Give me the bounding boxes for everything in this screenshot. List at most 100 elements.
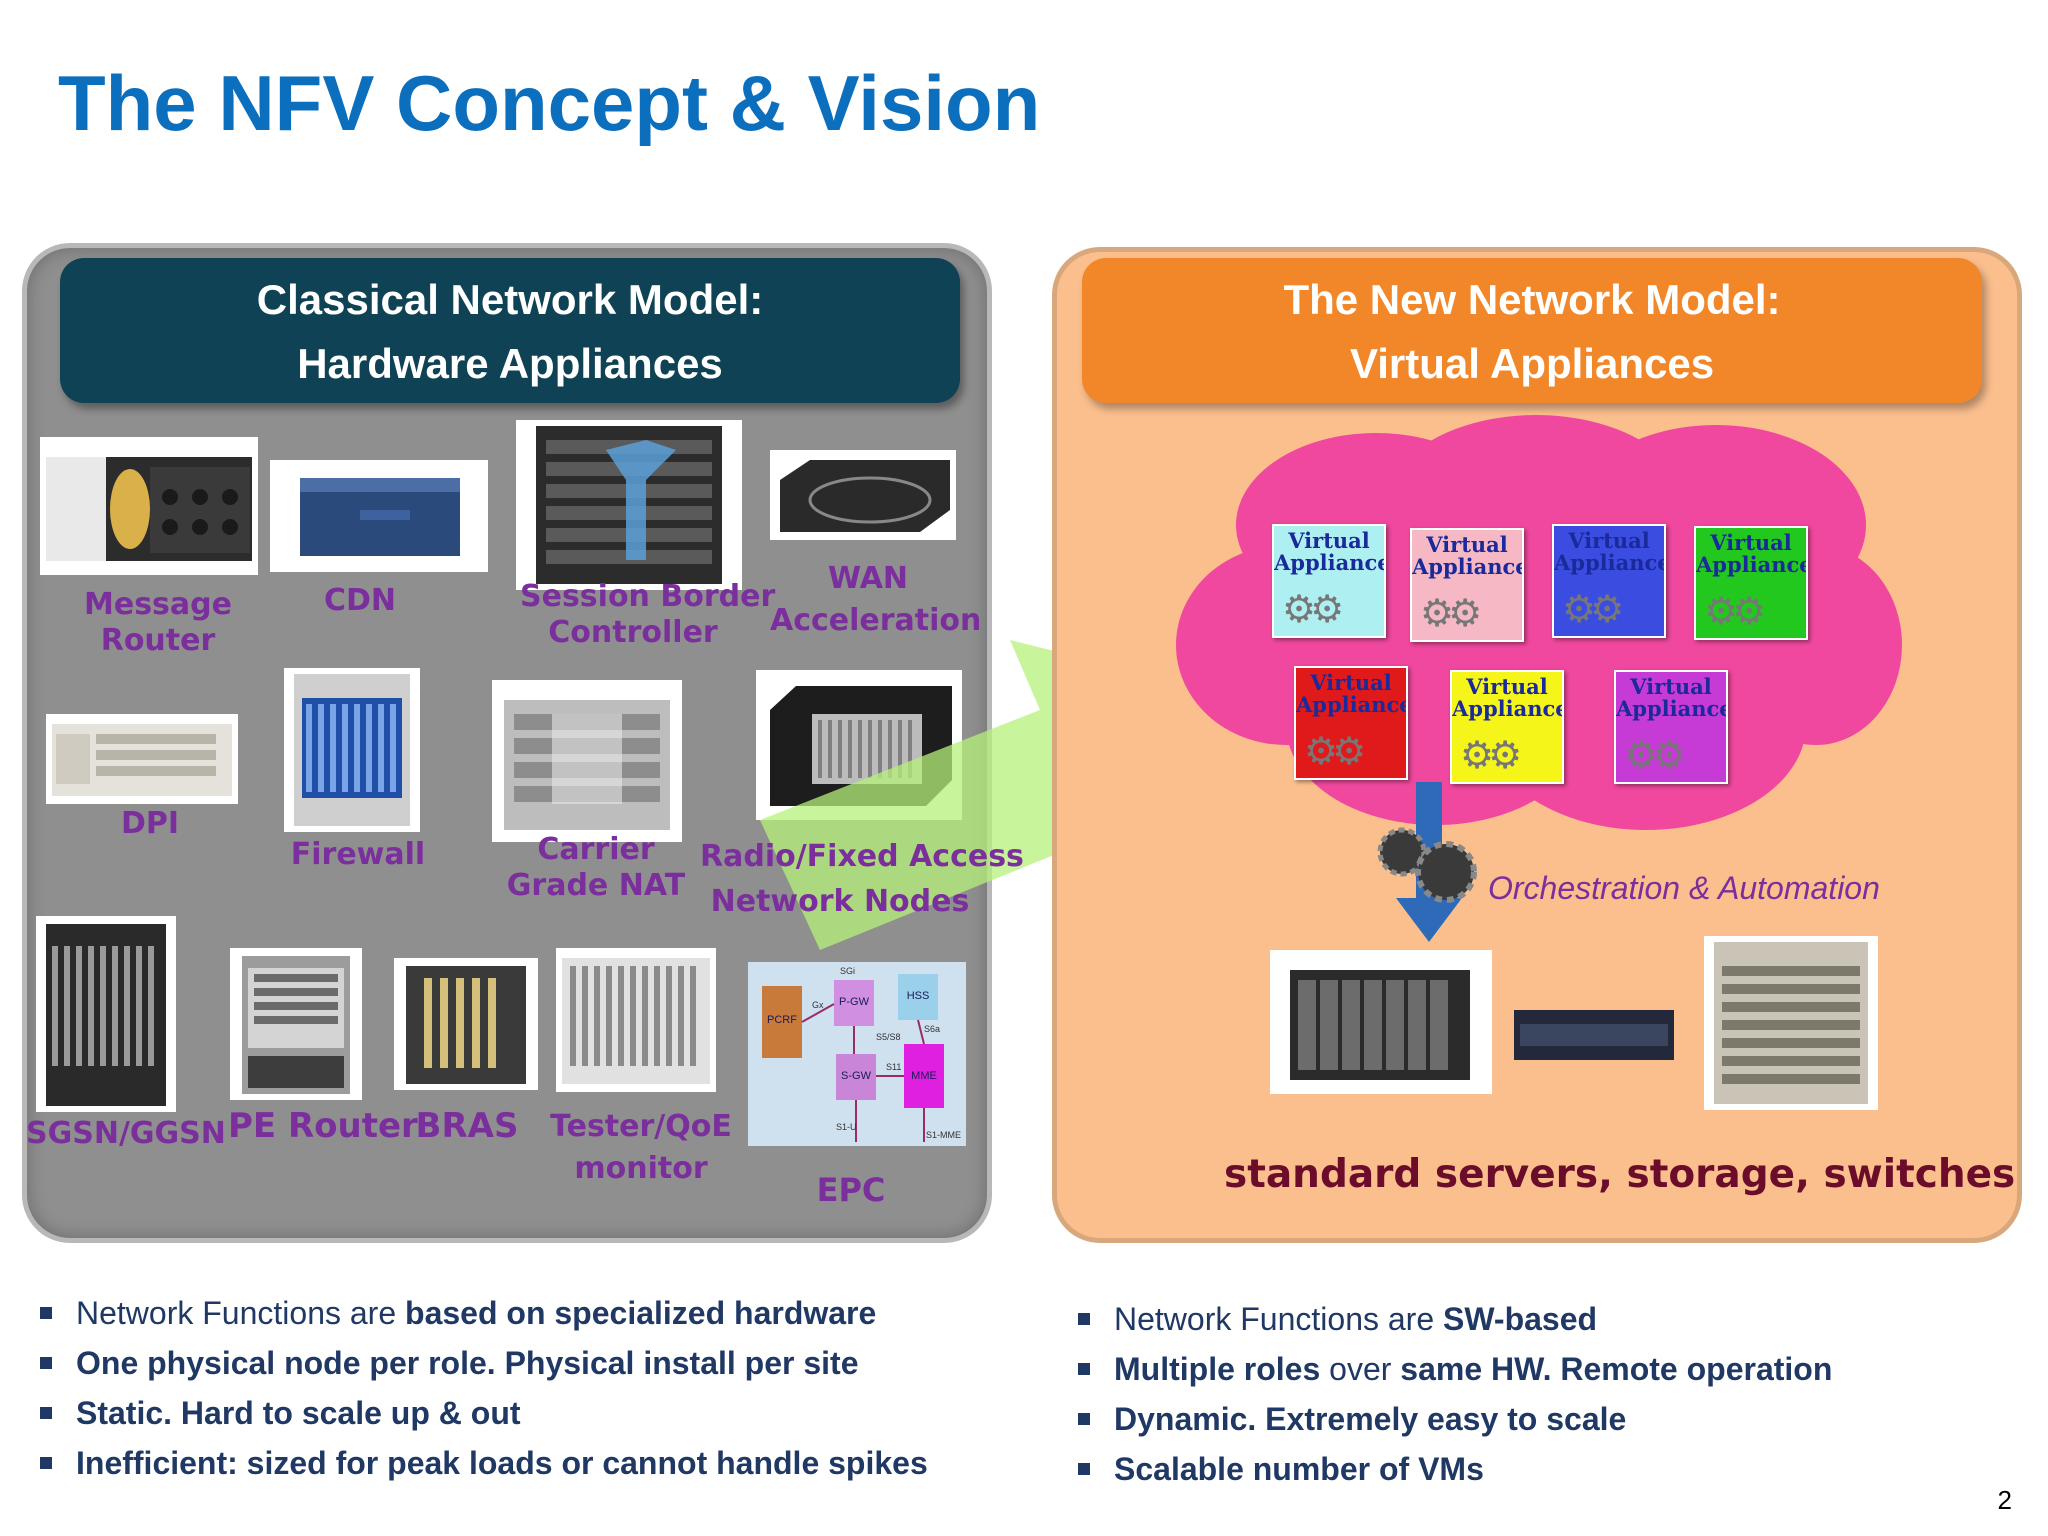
cdn-image	[270, 460, 488, 572]
epc-sgw: S-GW	[841, 1070, 871, 1082]
cdn-label: CDN	[323, 583, 397, 618]
classical-header-line1: Classical Network Model:	[256, 276, 764, 323]
session-border-controller-image	[516, 420, 742, 590]
gears-icon: ⚙⚙	[1460, 735, 1522, 777]
slide-title: The NFV Concept & Vision	[58, 59, 1041, 147]
wan-acceleration-label: WAN Acceleration	[770, 561, 982, 638]
bullet-text-bold: based on specialized hardware	[405, 1295, 877, 1331]
va-label-2b: Appliance	[1412, 554, 1524, 579]
new-model-bullets: Network Functions are SW-based Multiple …	[1078, 1300, 1978, 1500]
orchestration-arrow	[1377, 782, 1477, 942]
bullet-text: Network Functions are	[76, 1295, 406, 1331]
page-number: 2	[1997, 1485, 2012, 1515]
bullet-text-bold: One physical node per role. Physical ins…	[76, 1345, 859, 1381]
va-label-2a: Virtual	[1426, 532, 1508, 557]
epc-label: EPC	[816, 1171, 886, 1209]
epc-sgi-label: SGi	[840, 966, 856, 976]
pe-router-image	[230, 948, 362, 1100]
bullet-text-bold: Multiple roles	[1114, 1351, 1321, 1387]
classical-bullet-2: One physical node per role. Physical ins…	[40, 1344, 980, 1382]
va-fill	[1452, 672, 1562, 782]
message-router-label: Message Router	[84, 587, 232, 658]
bullet-text-bold: Static. Hard to scale up & out	[76, 1395, 521, 1431]
bullet-text: over	[1320, 1351, 1401, 1387]
carrier-grade-nat-label: Carrier Grade NAT	[506, 832, 686, 903]
epc-s6a-label: S6a	[924, 1024, 941, 1034]
bullet-text-bold: same HW. Remote operation	[1400, 1351, 1833, 1387]
va-label-5a: Virtual	[1310, 670, 1392, 695]
epc-hss: HSS	[906, 990, 930, 1002]
blade-server-image	[1270, 950, 1492, 1094]
epc-s1u-label: S1-U	[836, 1122, 857, 1132]
sgsn-ggsn-label: SGSN/GGSN	[26, 1116, 226, 1151]
va-label-6b: Appliance	[1452, 696, 1564, 721]
va-fill	[1412, 530, 1522, 640]
epc-s5s8-label: S5/S8	[876, 1032, 901, 1042]
va-fill	[1616, 672, 1726, 782]
gears-icon: ⚙⚙	[1624, 735, 1686, 777]
pe-router-label: PE Router	[228, 1106, 418, 1146]
gears-icon: ⚙⚙	[1562, 589, 1624, 631]
classical-header-line2: Hardware Appliances	[297, 340, 723, 387]
tester-qoe-label: Tester/QoE monitor	[550, 1109, 732, 1186]
classical-bullet-3: Static. Hard to scale up & out	[40, 1394, 980, 1432]
va-label-4a: Virtual	[1710, 530, 1792, 555]
orchestration-label: Orchestration & Automation	[1488, 870, 1880, 906]
new-model-header: The New Network Model: Virtual Appliance…	[1082, 258, 1982, 403]
tester-qoe-image	[556, 948, 716, 1092]
new-header-line1: The New Network Model:	[1283, 276, 1781, 323]
bras-label: BRAS	[415, 1106, 519, 1146]
session-border-controller-label: Session Border Controller	[520, 579, 776, 650]
gears-icon: ⚙⚙	[1304, 731, 1366, 773]
bullet-text: Network Functions are	[1114, 1301, 1444, 1337]
classical-bullets: Network Functions are based on specializ…	[40, 1294, 980, 1494]
message-router-image	[40, 437, 258, 575]
epc-diagram: PCRF P-GW HSS S-GW MME Gx SGi S5/S8 S6a …	[748, 962, 966, 1146]
dpi-image	[46, 714, 238, 804]
firewall-image	[284, 668, 420, 832]
firewall-label: Firewall	[290, 837, 426, 872]
va-label-3b: Appliance	[1554, 550, 1666, 575]
gears-icon: ⚙⚙	[1282, 589, 1344, 631]
new-bullet-3: Dynamic. Extremely easy to scale	[1078, 1400, 1978, 1438]
dpi-label: DPI	[120, 806, 180, 841]
sgsn-ggsn-image	[36, 916, 176, 1112]
classical-bullet-1: Network Functions are based on specializ…	[40, 1294, 980, 1332]
gears-icon: ⚙⚙	[1420, 593, 1482, 635]
storage-array-image	[1512, 1006, 1676, 1064]
epc-pcrf: PCRF	[767, 1014, 797, 1026]
new-bullet-1: Network Functions are SW-based	[1078, 1300, 1978, 1338]
epc-s11-label: S11	[886, 1062, 902, 1072]
va-label-4b: Appliance	[1696, 552, 1808, 577]
epc-gx-label: Gx	[812, 1000, 824, 1010]
va-label-1a: Virtual	[1288, 528, 1370, 553]
bullet-text-bold: Dynamic. Extremely easy to scale	[1114, 1401, 1627, 1437]
epc-s1mme-label: S1-MME	[926, 1130, 962, 1140]
gears-icon: ⚙⚙	[1704, 591, 1766, 633]
wan-acceleration-image	[770, 450, 956, 540]
switch-chassis-image	[1704, 936, 1878, 1110]
standard-hardware-label: standard servers, storage, switches	[1224, 1152, 2016, 1197]
va-fill	[1296, 668, 1406, 778]
epc-pgw: P-GW	[839, 996, 869, 1008]
new-bullet-2: Multiple roles over same HW. Remote oper…	[1078, 1350, 1978, 1388]
bullet-text-bold: SW-based	[1443, 1301, 1598, 1337]
va-label-6a: Virtual	[1466, 674, 1548, 699]
bullet-text-bold: Scalable number of VMs	[1114, 1451, 1484, 1487]
radio-access-node-label: Radio/Fixed Access Network Nodes	[700, 839, 1024, 919]
va-label-7b: Appliance	[1616, 696, 1728, 721]
new-header-line2: Virtual Appliances	[1349, 340, 1715, 387]
epc-mme: MME	[911, 1070, 937, 1082]
va-label-7a: Virtual	[1630, 674, 1712, 699]
va-fill	[1554, 526, 1664, 636]
va-fill	[1696, 528, 1806, 638]
classical-bullet-4: Inefficient: sized for peak loads or can…	[40, 1444, 980, 1482]
bras-image	[394, 958, 538, 1090]
classical-model-header: Classical Network Model: Hardware Applia…	[60, 258, 960, 403]
